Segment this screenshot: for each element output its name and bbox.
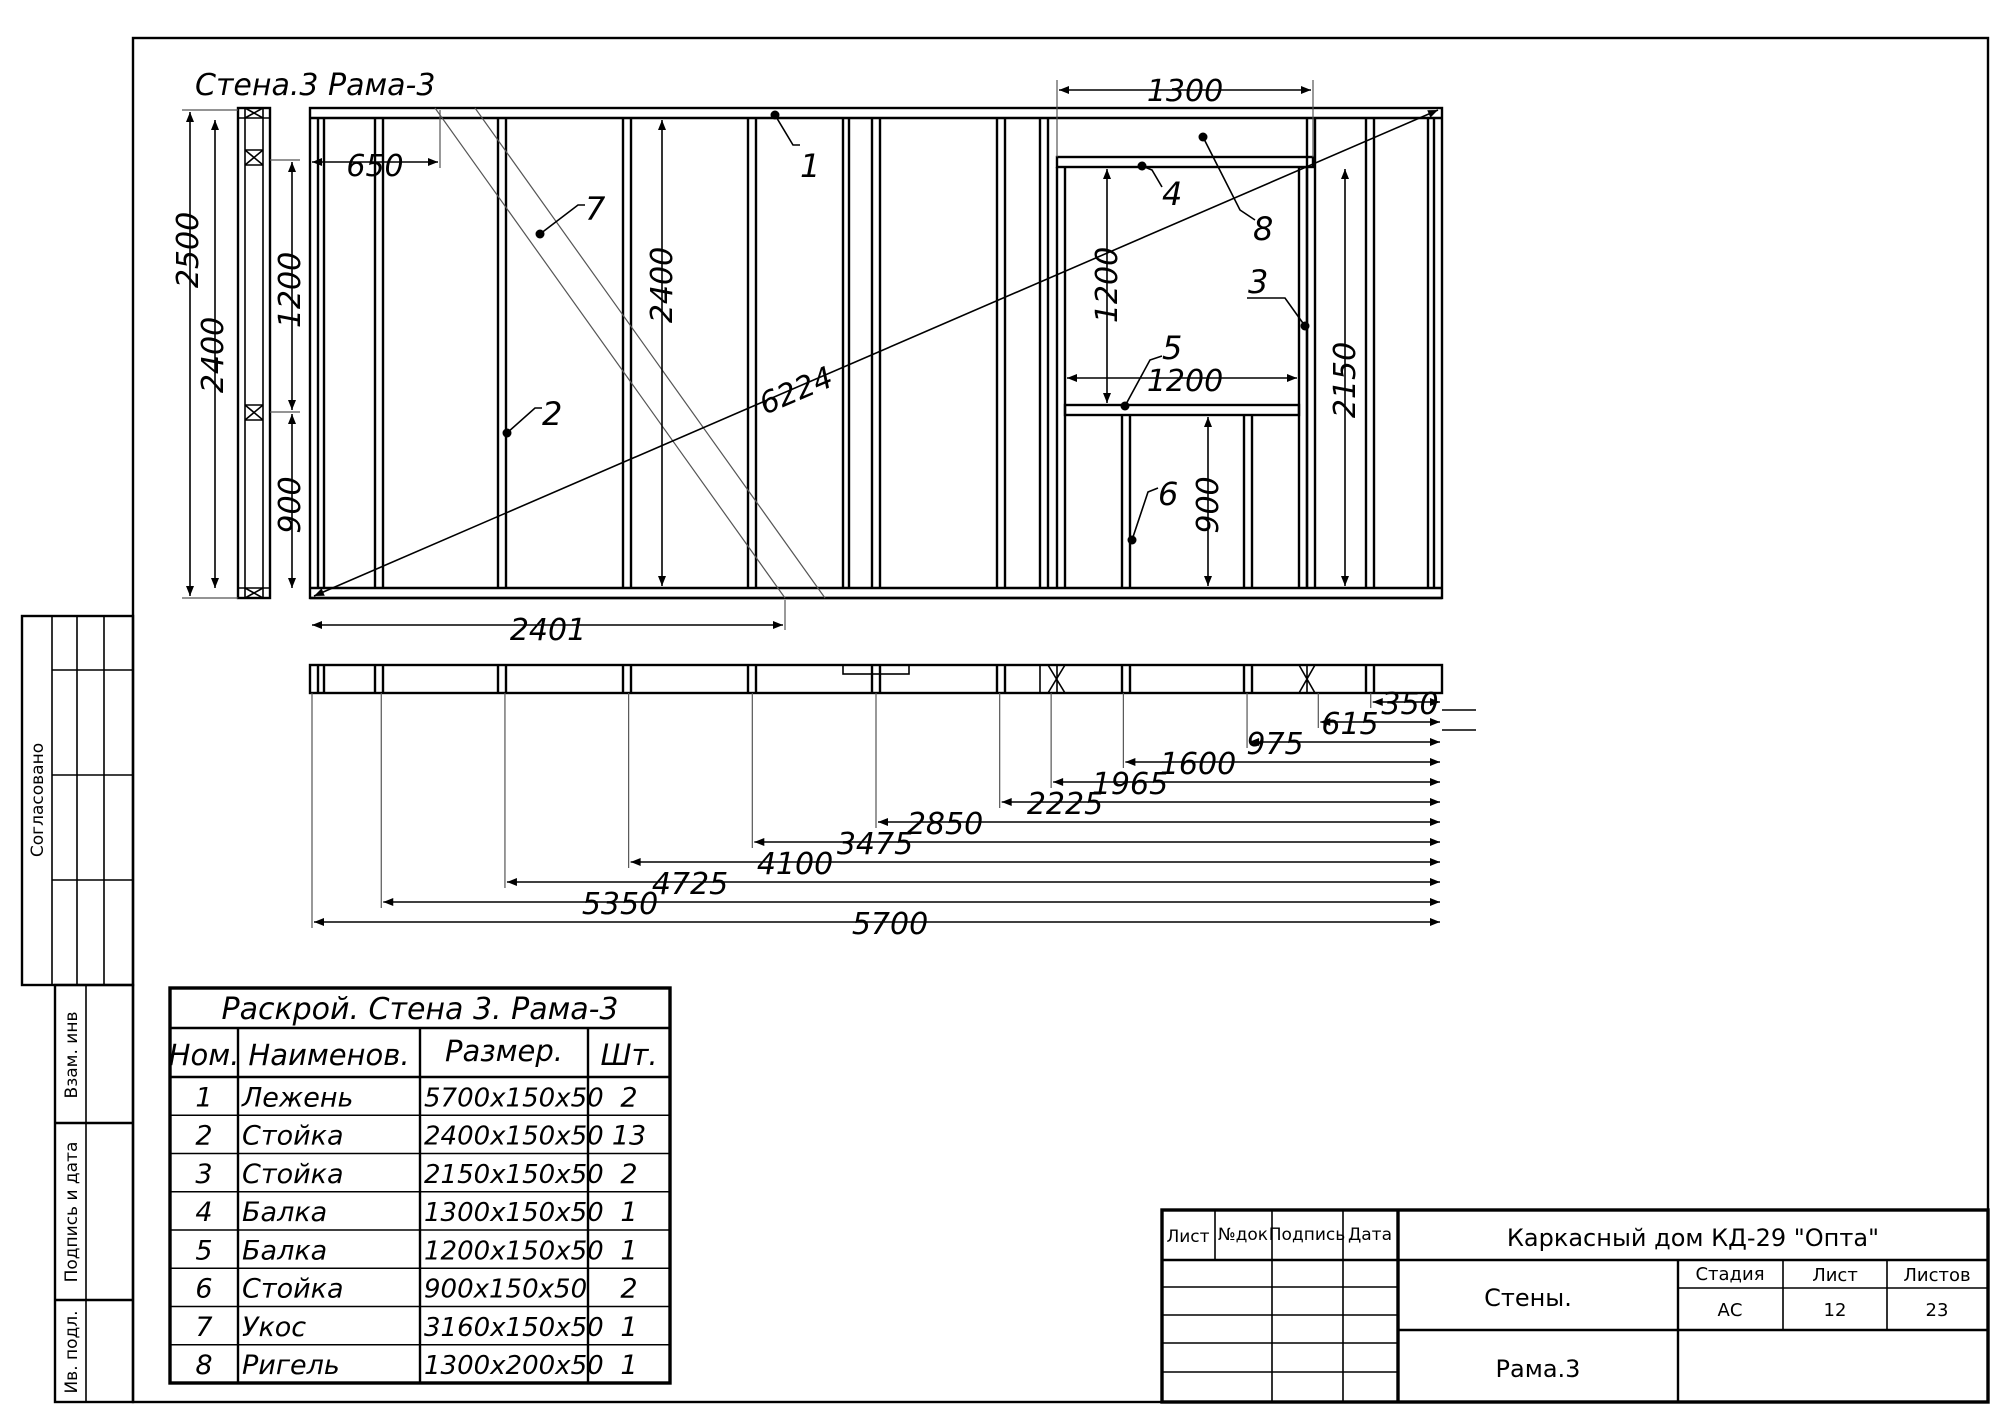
cut-table-cell: 1 <box>195 1082 212 1113</box>
tb-col-sign: Подпись <box>1269 1225 1345 1245</box>
callout-8: 8 <box>1253 210 1273 248</box>
plan-dim-4100: 4100 <box>757 847 833 882</box>
plan-dim-1965: 1965 <box>1092 767 1168 802</box>
cut-table-cell: Балка <box>242 1197 327 1228</box>
callouts: 1 2 3 4 5 6 7 8 <box>502 110 1310 545</box>
cut-table-header-qty: Шт. <box>600 1038 657 1072</box>
tb-sheet-label: Лист <box>1812 1265 1858 1286</box>
cut-table-cell: 2400х150х50 <box>424 1122 604 1152</box>
sheet-border <box>131 36 1990 1404</box>
drawing-title: Стена.3 Рама-3 <box>195 68 435 103</box>
cut-table-cell: 2 <box>620 1274 637 1305</box>
plan-dim-2850: 2850 <box>907 807 983 842</box>
cut-table-cell: 2 <box>620 1082 637 1113</box>
cut-table-cell: 900х150х50 <box>424 1275 587 1305</box>
cut-table-cell: 2150х150х50 <box>424 1160 604 1190</box>
plan-dim-350: 350 <box>1381 687 1438 722</box>
title-block: Лист №док Подпись Дата Каркасный дом КД-… <box>1160 1208 1990 1404</box>
dim-first-stud-offset: 650 <box>346 149 403 184</box>
agreed-label: Согласовано <box>28 743 48 857</box>
cut-table-cell: Стойка <box>242 1121 344 1152</box>
plan-view <box>308 663 1444 695</box>
cut-table-header-size: Размер. <box>445 1034 563 1068</box>
tb-col-sheet: Лист <box>1166 1227 1209 1247</box>
dim-height-total: 2500 <box>171 212 206 288</box>
cut-table-header-name: Наименов. <box>248 1038 409 1072</box>
cut-table-cell: Лежень <box>241 1082 353 1113</box>
plan-dim-2225: 2225 <box>1027 787 1103 822</box>
tb-sheet-value: 12 <box>1824 1300 1847 1321</box>
cut-table-cell: 7 <box>195 1312 212 1343</box>
sign-date-label: Подпись и дата <box>62 1142 82 1283</box>
plan-dim-5350: 5350 <box>582 887 658 922</box>
callout-2: 2 <box>542 395 562 433</box>
tb-stage-label: Стадия <box>1695 1264 1764 1285</box>
cut-table-cell: Стойка <box>242 1159 344 1190</box>
cut-table-cell: 5700х150х50 <box>424 1083 604 1113</box>
cut-table-cell: 6 <box>195 1274 212 1305</box>
dim-brace-base: 2401 <box>510 613 586 648</box>
cut-table-cell: 3160х150х50 <box>424 1313 604 1343</box>
cut-table-cell: 1 <box>620 1197 637 1228</box>
tb-col-doc: №док <box>1218 1225 1268 1245</box>
cut-table-cell: 1 <box>620 1235 637 1266</box>
cut-table-cell: 3 <box>195 1159 212 1190</box>
dim-side-post: 2150 <box>1328 342 1363 418</box>
cut-table-cell: Ригель <box>242 1350 340 1381</box>
cut-table-cell: 4 <box>195 1197 212 1228</box>
cut-table-cell: 8 <box>195 1350 212 1381</box>
tb-section: Стены. <box>1484 1284 1572 1312</box>
plan-dim-615: 615 <box>1321 707 1378 742</box>
callout-4: 4 <box>1162 175 1182 213</box>
inv-orig-label: Ив. подл. <box>62 1310 82 1393</box>
cut-table-cell: Стойка <box>242 1274 344 1305</box>
dim-upper-segment: 1200 <box>273 252 308 328</box>
cut-table-cell: Укос <box>242 1312 306 1343</box>
cut-table-cell: 1300х200х50 <box>424 1351 604 1381</box>
front-elevation: 6224 650 2400 2401 1300 1200 1200 900 21… <box>308 74 1444 648</box>
cut-table-cell: 2 <box>620 1159 637 1190</box>
side-section: 2500 2400 1200 900 <box>171 106 308 600</box>
cut-table-cell: 2 <box>195 1121 212 1152</box>
side-stamp: Согласовано Взам. инв Подпись и дата Ив.… <box>20 614 135 1404</box>
cut-table-cell: Балка <box>242 1235 327 1266</box>
callout-7: 7 <box>585 190 606 228</box>
plan-dim-4725: 4725 <box>652 867 728 902</box>
dim-window-width: 1300 <box>1147 74 1223 109</box>
tb-sheets-label: Листов <box>1903 1265 1970 1286</box>
dim-window-height: 1200 <box>1090 247 1125 323</box>
cut-table-cell: 1300х150х50 <box>424 1198 604 1228</box>
plan-dim-5700: 5700 <box>852 907 928 942</box>
diagonal-brace <box>434 107 786 599</box>
dim-height-stud: 2400 <box>196 317 231 393</box>
cut-table-cell: 1200х150х50 <box>424 1236 604 1266</box>
dim-stud-height: 2400 <box>645 247 680 323</box>
inv-replace-label: Взам. инв <box>62 1012 82 1099</box>
cut-table-title: Раскрой. Стена 3. Рама-3 <box>221 992 618 1027</box>
cut-table-cell: 5 <box>195 1235 212 1266</box>
plan-dim-1600: 1600 <box>1160 747 1236 782</box>
tb-drawing: Рама.3 <box>1496 1355 1581 1383</box>
plan-dim-3475: 3475 <box>837 827 913 862</box>
plan-dim-975: 975 <box>1246 727 1303 762</box>
tb-project: Каркасный дом КД-29 "Опта" <box>1507 1224 1879 1252</box>
cut-table: Раскрой. Стена 3. Рама-3 Ном. Наименов. … <box>168 986 672 1385</box>
dim-lower-segment: 900 <box>273 476 308 533</box>
dim-lower-post: 900 <box>1191 476 1226 533</box>
cut-table-cell: 13 <box>612 1121 646 1152</box>
cut-table-cell: 1 <box>620 1350 637 1381</box>
tb-col-date: Дата <box>1348 1225 1392 1245</box>
callout-1: 1 <box>800 147 820 185</box>
tb-sheets-value: 23 <box>1926 1300 1949 1321</box>
dim-diagonal: 6224 <box>754 360 838 422</box>
callout-5: 5 <box>1162 329 1182 367</box>
cut-table-header-num: Ном. <box>169 1038 240 1072</box>
tb-stage-value: АС <box>1718 1300 1743 1321</box>
dim-sill-width: 1200 <box>1147 364 1223 399</box>
callout-3: 3 <box>1248 263 1268 301</box>
callout-6: 6 <box>1158 475 1178 513</box>
cut-table-cell: 1 <box>620 1312 637 1343</box>
